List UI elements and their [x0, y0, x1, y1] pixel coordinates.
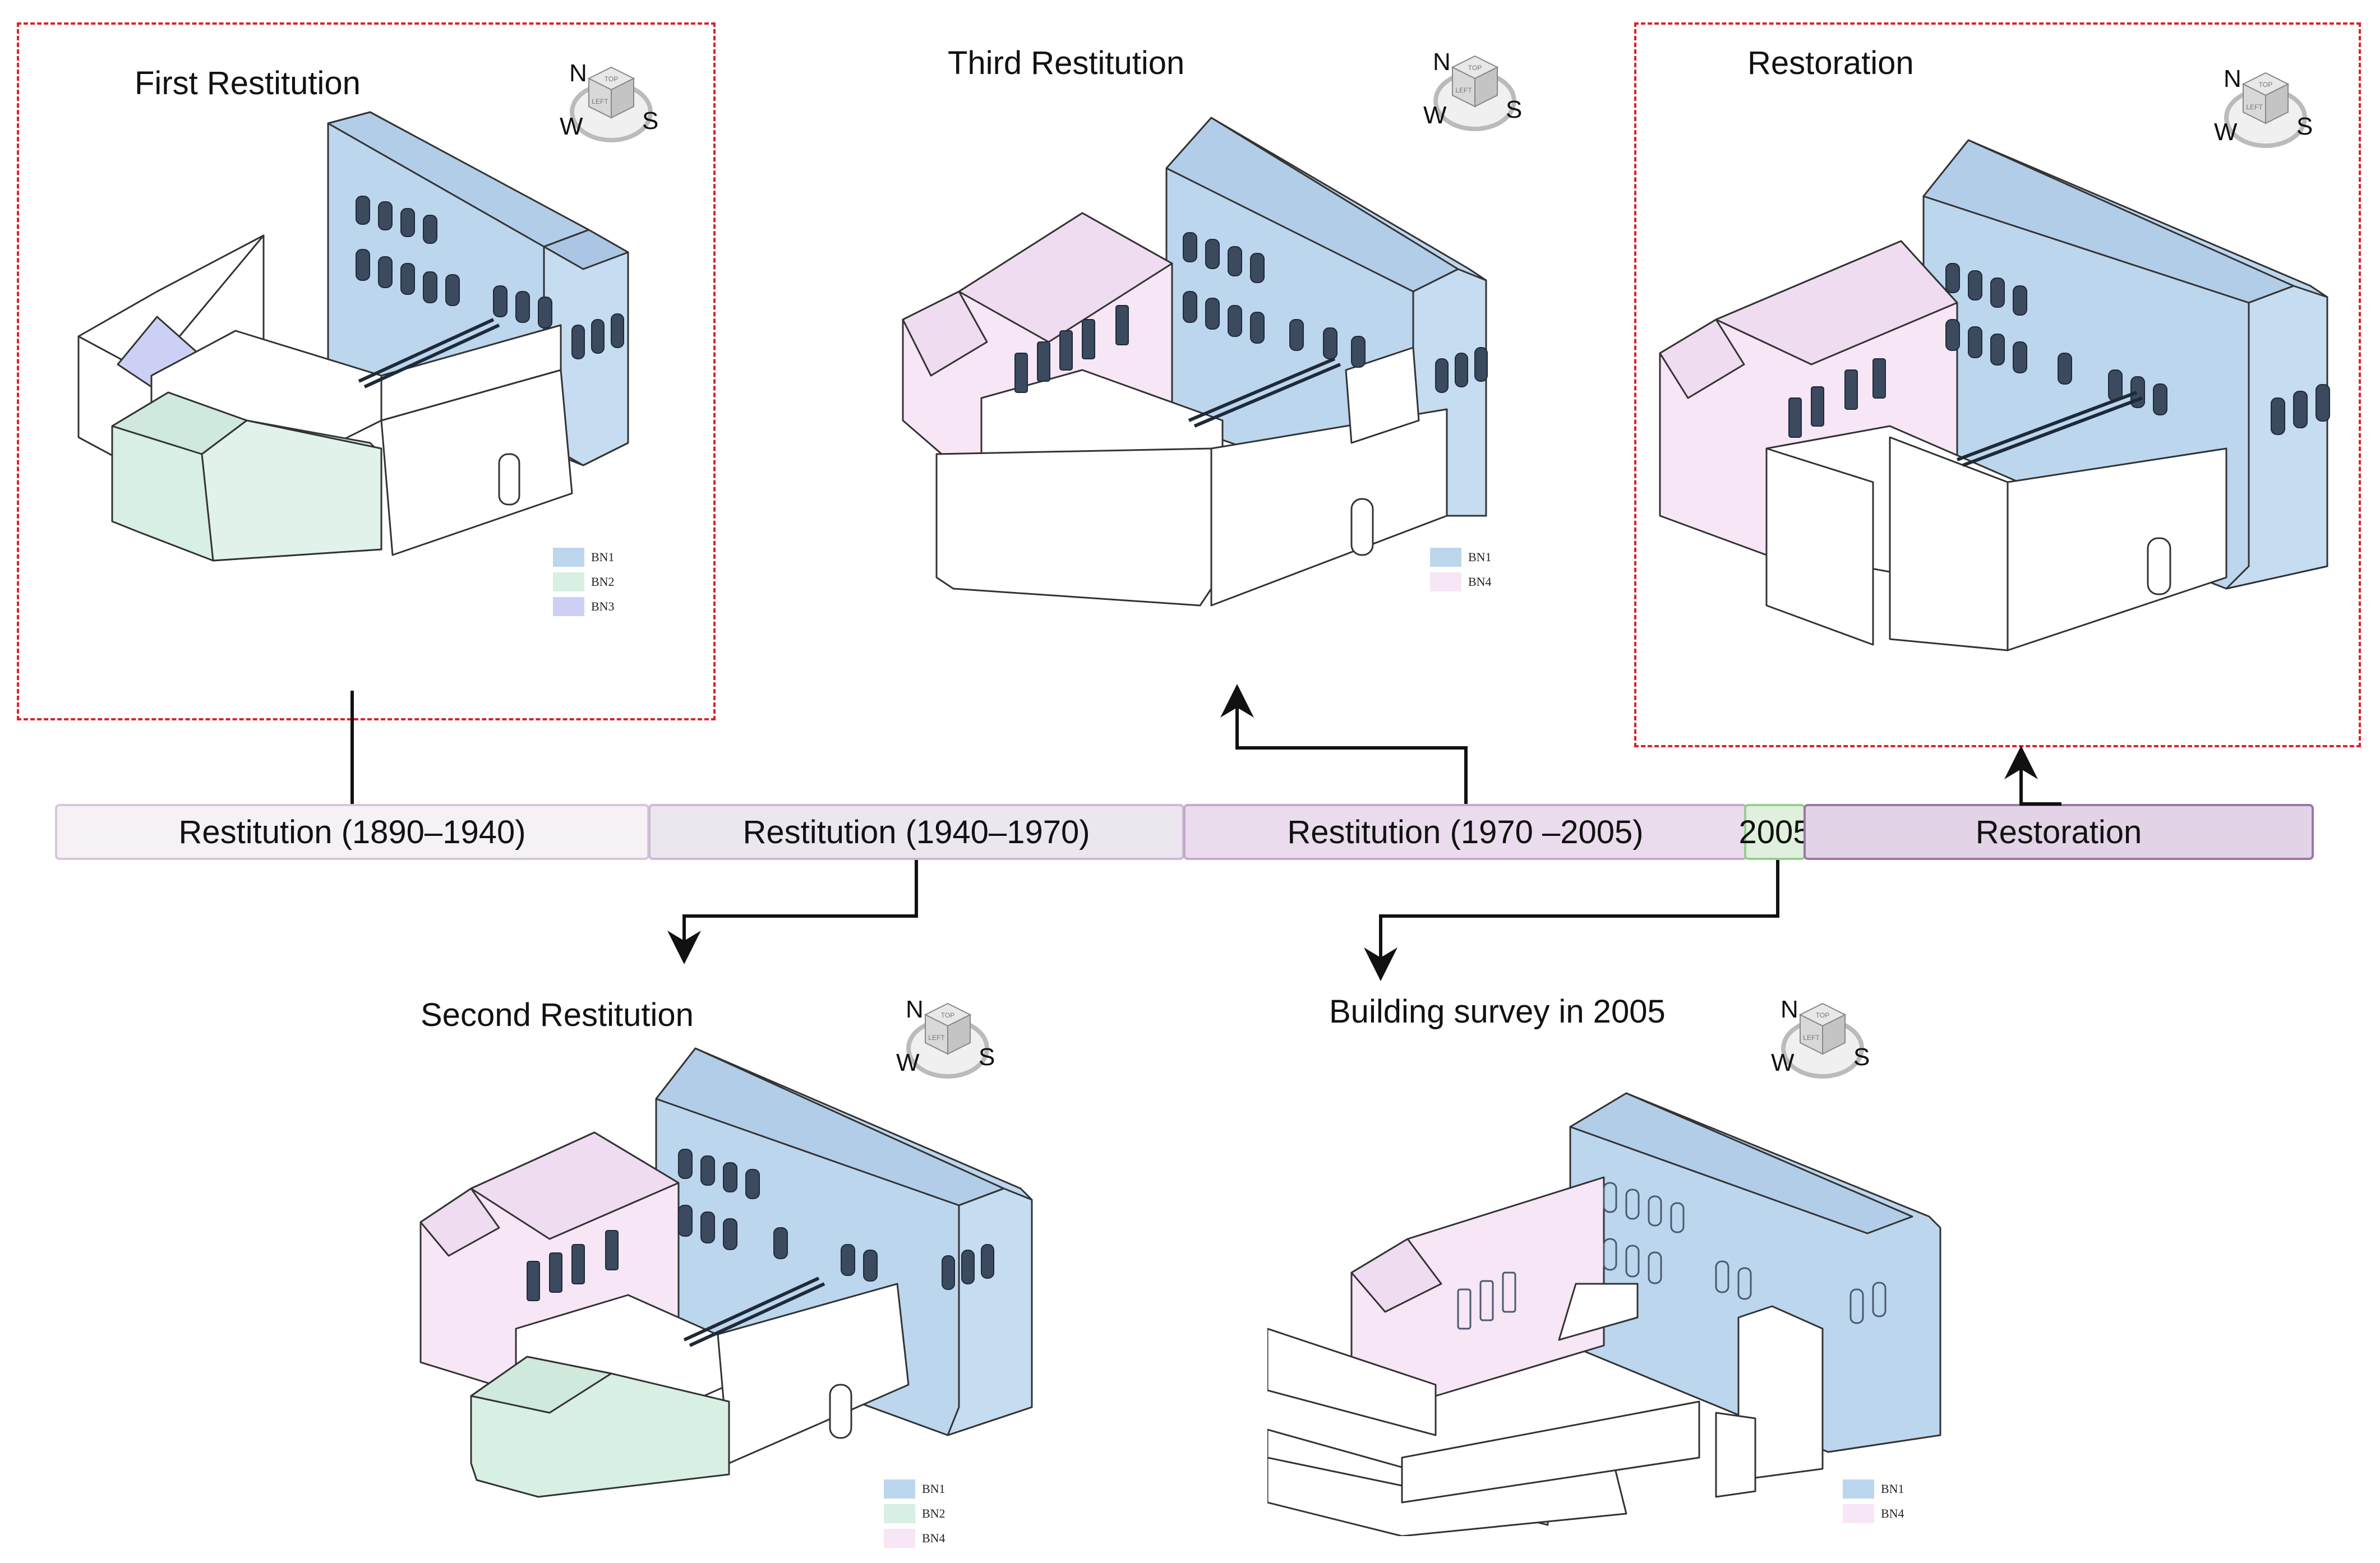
timeline-label: Restitution (1890–1940): [178, 813, 526, 850]
legend-third: BN1 BN4: [1430, 545, 1492, 594]
highlight-frame-restoration: [1634, 22, 2361, 747]
panel-title-second: Second Restitution: [421, 997, 694, 1033]
timeline-label: 2005: [1738, 813, 1811, 850]
building-second-restitution: [419, 1047, 1033, 1498]
panel-title-survey: Building survey in 2005: [1329, 993, 1666, 1030]
building-restoration: [1659, 139, 2330, 651]
cube-top-label: TOP: [1468, 64, 1482, 72]
cube-side-label: LEFT: [928, 1034, 945, 1042]
timeline-segment-restoration: Restoration: [1804, 804, 2314, 860]
building-survey-2005: [1267, 1092, 1941, 1536]
building-first-restitution: [77, 111, 629, 562]
compass-n: N: [906, 996, 924, 1023]
compass-third: TOP LEFT N W S: [1423, 48, 1522, 131]
legend-label: BN1: [1881, 1482, 1904, 1496]
legend-label: BN4: [1468, 575, 1492, 589]
panel-title-first: First Restitution: [135, 65, 361, 101]
legend-label: BN4: [1881, 1506, 1904, 1520]
highlight-frame-first: [17, 22, 716, 720]
arrow-down-icon: [667, 860, 918, 964]
arrow-up-icon: [1220, 684, 1468, 804]
timeline-label: Restoration: [1975, 813, 2142, 850]
compass-s: S: [979, 1043, 995, 1071]
cube-top-label: TOP: [1816, 1011, 1829, 1019]
legend-second: BN1 BN2 BN4: [884, 1477, 945, 1551]
legend-label: BN3: [591, 599, 615, 613]
legend-survey: BN1 BN4: [1843, 1477, 1904, 1526]
timeline-segment-2005: 2005: [1738, 804, 1811, 860]
legend-label: BN1: [922, 1482, 945, 1496]
cube-side-label: LEFT: [592, 98, 608, 105]
cube-top-label: TOP: [941, 1011, 954, 1019]
compass-n: N: [1433, 48, 1451, 76]
arrow-down-icon: [1364, 860, 1779, 981]
panel-title-third: Third Restitution: [948, 45, 1185, 81]
timeline-segment-1890-1940: Restitution (1890–1940): [55, 804, 649, 860]
legend-first: BN1 BN2 BN3: [553, 545, 615, 619]
cube-side-label: LEFT: [2246, 103, 2263, 111]
timeline-label: Restitution (1940–1970): [742, 813, 1090, 850]
compass-n: N: [569, 59, 587, 87]
building-third-restitution: [902, 117, 1488, 607]
cube-top-label: TOP: [2259, 81, 2272, 89]
compass-w: W: [1423, 101, 1447, 129]
navigation-cube-icon: TOP LEFT: [2241, 72, 2290, 124]
timeline-label: Restitution (1970 –2005): [1287, 813, 1644, 850]
legend-label: BN2: [922, 1506, 945, 1520]
compass-s: S: [1853, 1043, 1870, 1071]
legend-label: BN1: [591, 550, 615, 564]
compass-restoration: TOP LEFT N W S: [2214, 65, 2313, 148]
compass-w: W: [560, 113, 583, 140]
compass-n: N: [1781, 996, 1798, 1023]
panel-title-restoration: Restoration: [1747, 45, 1914, 81]
navigation-cube-icon: TOP LEFT: [1451, 55, 1499, 108]
legend-label: BN2: [591, 575, 615, 589]
cube-side-label: LEFT: [1803, 1034, 1820, 1042]
cube-side-label: LEFT: [1455, 86, 1472, 94]
compass-w: W: [1771, 1049, 1795, 1076]
compass-w: W: [2214, 118, 2238, 146]
arrow-up-icon: [2004, 746, 2061, 806]
navigation-cube-icon: TOP LEFT: [587, 66, 635, 119]
timeline-segment-1940-1970: Restitution (1940–1970): [648, 804, 1184, 860]
compass-s: S: [642, 107, 658, 135]
compass-s: S: [2296, 113, 2313, 140]
navigation-cube-icon: TOP LEFT: [1798, 1002, 1847, 1055]
compass-n: N: [2224, 65, 2241, 93]
cube-top-label: TOP: [605, 75, 618, 83]
compass-survey: TOP LEFT N W S: [1771, 996, 1870, 1079]
legend-label: BN1: [1468, 550, 1492, 564]
compass-first: TOP LEFT N W S: [560, 59, 658, 142]
compass-s: S: [1506, 96, 1522, 123]
timeline-segment-1970-2005: Restitution (1970 –2005): [1183, 804, 1747, 860]
legend-label: BN4: [922, 1531, 945, 1545]
compass-second: TOP LEFT N W S: [896, 996, 995, 1079]
navigation-cube-icon: TOP LEFT: [924, 1002, 972, 1055]
compass-w: W: [896, 1049, 920, 1076]
